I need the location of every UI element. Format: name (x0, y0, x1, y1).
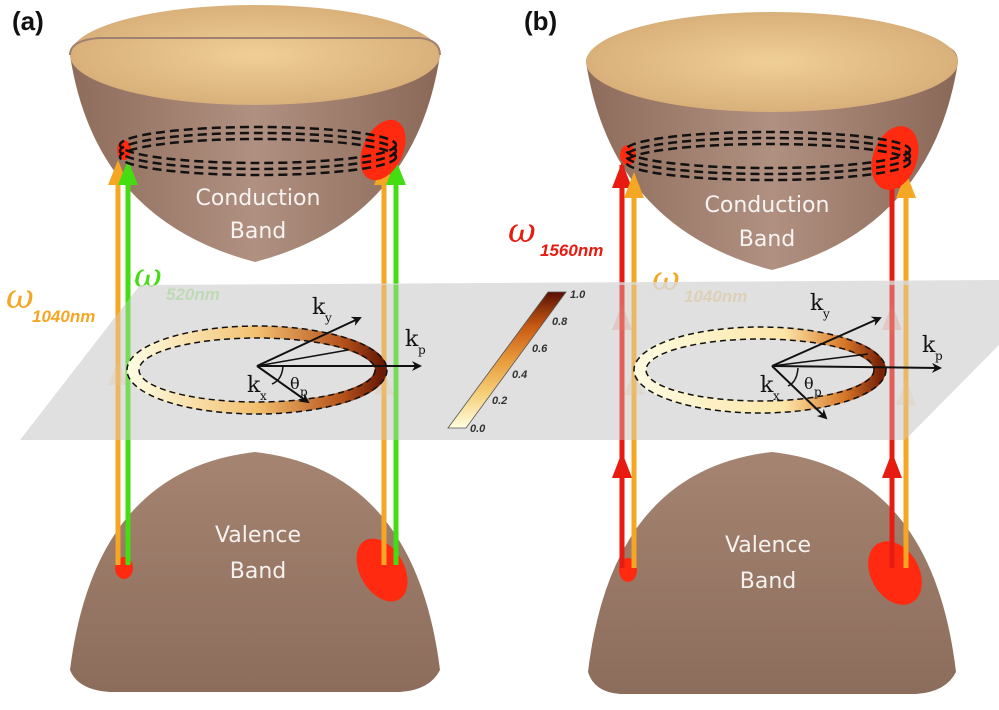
panel-a-label: (a) (12, 6, 44, 36)
svg-text:x: x (260, 389, 267, 403)
colorbar: 1.0 0.8 0.6 0.4 0.2 0.0 (447, 289, 586, 435)
svg-text:p: p (814, 385, 822, 399)
k-y-label-b: k (810, 291, 824, 316)
theta-label-a: θ (290, 374, 300, 393)
theta-label-b: θ (804, 374, 814, 393)
svg-text:p: p (418, 343, 426, 357)
colorbar-tick-0.6: 0.6 (532, 343, 548, 355)
k-x-label-b: k (760, 373, 774, 398)
omega-label-b-left: ω 1560nm (508, 211, 603, 260)
conduction-band-a: Conduction Band (69, 5, 441, 262)
panel-b: (b) Conduction Band Valence Band (508, 6, 958, 694)
valence-label-b-2: Band (740, 569, 796, 594)
colorbar-tick-1: 1.0 (570, 289, 586, 301)
svg-text:p: p (300, 385, 308, 399)
k-y-label-a: k (312, 295, 326, 320)
conduction-label-b-2: Band (739, 227, 795, 252)
svg-text:y: y (324, 311, 332, 325)
svg-text:ω: ω (6, 277, 34, 317)
valence-label-a-1: Valence (215, 523, 301, 548)
svg-text:ω: ω (508, 211, 536, 251)
conduction-label-a-2: Band (230, 219, 286, 244)
k-space-ring-a: k y k p k x θ p (126, 295, 426, 415)
panel-a: (a) Conduction Band Valence Band (6, 5, 441, 692)
constant-energy-contours-b (624, 130, 912, 182)
valence-band-a: Valence Band (70, 452, 440, 692)
panel-b-label: (b) (524, 6, 557, 36)
svg-text:1040nm: 1040nm (32, 307, 95, 326)
colorbar-tick-0.4: 0.4 (512, 369, 527, 381)
k-p-label-a: k (405, 327, 419, 352)
conduction-label-b-1: Conduction (705, 193, 830, 218)
valence-band-b: Valence Band (588, 452, 956, 694)
conduction-label-a-1: Conduction (196, 186, 321, 211)
valence-label-b-1: Valence (725, 533, 811, 558)
conduction-band-b: Conduction Band (586, 12, 958, 270)
omega-label-a-left: ω 1040nm (6, 277, 95, 326)
valence-label-a-2: Band (230, 559, 286, 584)
colorbar-tick-0.2: 0.2 (492, 395, 507, 407)
svg-text:x: x (773, 389, 780, 403)
svg-text:y: y (822, 307, 830, 321)
k-space-ring-b: k y k p k x θ p (633, 291, 943, 420)
k-p-label-b: k (922, 333, 936, 358)
k-x-label-a: k (247, 373, 261, 398)
colorbar-tick-0.8: 0.8 (552, 316, 568, 328)
colorbar-tick-0: 0.0 (470, 423, 486, 435)
svg-text:p: p (935, 349, 943, 363)
svg-text:1560nm: 1560nm (540, 241, 603, 260)
constant-energy-contours-a (118, 125, 398, 177)
